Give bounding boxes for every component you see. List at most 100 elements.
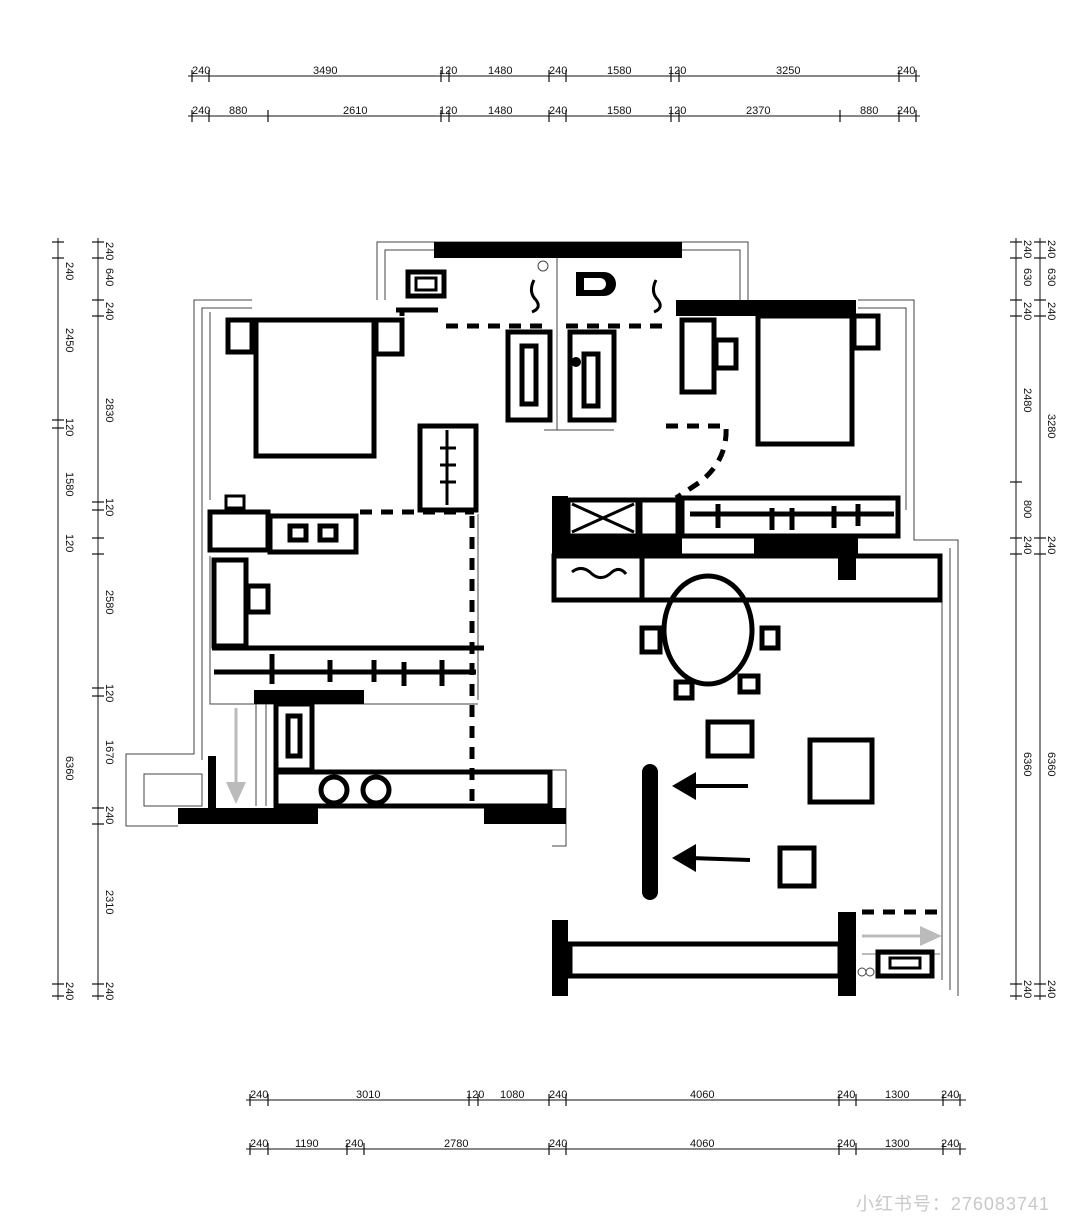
- kitchen-counter: [565, 495, 901, 539]
- dim-label: 240: [1045, 536, 1057, 554]
- dim-label: 120: [668, 105, 686, 117]
- dim-label: 240: [1021, 980, 1033, 998]
- dim-label: 240: [192, 65, 210, 77]
- dim-label: 880: [229, 105, 247, 117]
- dim-label: 120: [439, 65, 457, 77]
- bathroom-right: [544, 272, 668, 431]
- outer-walls: [125, 241, 959, 996]
- dim-label: 120: [103, 498, 115, 516]
- dim-label: 240: [897, 105, 915, 117]
- dim-label: 2450: [63, 328, 75, 352]
- dimension-right-inner: 240 630 240 2480 800 240 6360 240: [1010, 238, 1033, 1000]
- down-arrow-icon: [226, 708, 246, 804]
- dim-label: 3010: [356, 1089, 380, 1101]
- dim-label: 1480: [488, 105, 512, 117]
- dim-label: 800: [1021, 500, 1033, 518]
- thick-walls: [178, 242, 858, 996]
- dim-label: 6360: [1021, 752, 1033, 776]
- tv-cabinet: [567, 941, 843, 979]
- utility-area: [143, 701, 553, 809]
- dim-label: 240: [63, 982, 75, 1000]
- dim-label: 1580: [607, 105, 631, 117]
- watermark-text: 小红书号：276083741: [855, 1194, 1050, 1214]
- dim-label: 240: [345, 1138, 363, 1150]
- dim-label: 240: [549, 1089, 567, 1101]
- dim-label: 240: [103, 806, 115, 824]
- dim-label: 240: [837, 1089, 855, 1101]
- dimension-top-outer: 240 3490 120 1480 240 1580 120 3250 240: [188, 65, 920, 82]
- dim-label: 4060: [690, 1138, 714, 1150]
- dim-label: 120: [63, 418, 75, 436]
- dim-label: 1190: [295, 1138, 319, 1150]
- dim-label: 2830: [103, 398, 115, 422]
- second-bed: [679, 313, 881, 447]
- dim-label: 240: [837, 1138, 855, 1150]
- balcony: [857, 909, 942, 979]
- dim-label: 6360: [63, 756, 75, 780]
- dim-label: 2480: [1021, 388, 1033, 412]
- dim-label: 2780: [444, 1138, 468, 1150]
- dim-label: 3280: [1045, 414, 1057, 438]
- dimension-top-inner: 240 880 2610 120 1480 240 1580 120 2370 …: [188, 105, 920, 122]
- dim-label: 120: [466, 1089, 484, 1101]
- dim-label: 240: [250, 1089, 268, 1101]
- dim-label: 1580: [607, 65, 631, 77]
- dim-label: 3250: [776, 65, 800, 77]
- dining-table: [639, 573, 781, 701]
- door-swing-dashed: [666, 423, 729, 501]
- dimension-bottom-inner: 240 1190 240 2780 240 4060 240 1300 240: [246, 1138, 966, 1155]
- dim-label: 240: [63, 262, 75, 280]
- dimension-right-outer: 240 630 240 3280 240 6360 240: [1034, 238, 1057, 1000]
- arrow-left-icon: [672, 844, 751, 872]
- dim-label: 240: [1045, 240, 1057, 258]
- study-desk: [207, 494, 359, 649]
- dimension-bottom-outer: 240 3010 120 1080 240 4060 240 1300 240: [246, 1089, 966, 1106]
- arrow-left-icon: [672, 772, 748, 800]
- bathroom-left: [396, 260, 553, 423]
- sideboard: [551, 553, 943, 603]
- dim-label: 240: [1021, 302, 1033, 320]
- rail-shelf: [212, 645, 484, 686]
- dim-label: 1670: [103, 740, 115, 764]
- dim-label: 240: [192, 105, 210, 117]
- dim-label: 240: [103, 982, 115, 1000]
- dim-label: 120: [668, 65, 686, 77]
- dim-label: 120: [103, 684, 115, 702]
- dim-label: 4060: [690, 1089, 714, 1101]
- dim-label: 240: [941, 1089, 959, 1101]
- dimension-left-outer: 240 2450 120 1580 120 6360 240: [52, 238, 75, 1000]
- dim-label: 1300: [885, 1138, 909, 1150]
- dim-label: 240: [250, 1138, 268, 1150]
- dim-label: 240: [941, 1138, 959, 1150]
- dim-label: 1080: [500, 1089, 524, 1101]
- dim-label: 640: [103, 268, 115, 286]
- dim-label: 1480: [488, 65, 512, 77]
- dim-label: 2610: [343, 105, 367, 117]
- dim-label: 240: [549, 65, 567, 77]
- dim-label: 240: [103, 242, 115, 260]
- dim-label: 240: [1045, 980, 1057, 998]
- dim-label: 630: [1021, 268, 1033, 286]
- dim-label: 240: [1045, 302, 1057, 320]
- dim-label: 3490: [313, 65, 337, 77]
- dim-label: 240: [549, 1138, 567, 1150]
- wardrobe: [417, 423, 479, 513]
- dim-label: 240: [1021, 240, 1033, 258]
- dim-label: 1580: [63, 472, 75, 496]
- dim-label: 2310: [103, 890, 115, 914]
- dim-label: 630: [1045, 268, 1057, 286]
- dim-label: 240: [549, 105, 567, 117]
- dim-label: 120: [63, 534, 75, 552]
- dim-label: 1300: [885, 1089, 909, 1101]
- dim-label: 880: [860, 105, 878, 117]
- dimension-left-inner: 240 640 240 2830 120 2580 120 1670 240 2…: [92, 238, 115, 1000]
- dim-label: 6360: [1045, 752, 1057, 776]
- dim-label: 120: [439, 105, 457, 117]
- dim-label: 240: [1021, 536, 1033, 554]
- dim-label: 240: [103, 302, 115, 320]
- living-room-furniture: [642, 719, 875, 900]
- master-bed: [225, 317, 405, 459]
- dim-label: 2370: [746, 105, 770, 117]
- dim-label: 2580: [103, 590, 115, 614]
